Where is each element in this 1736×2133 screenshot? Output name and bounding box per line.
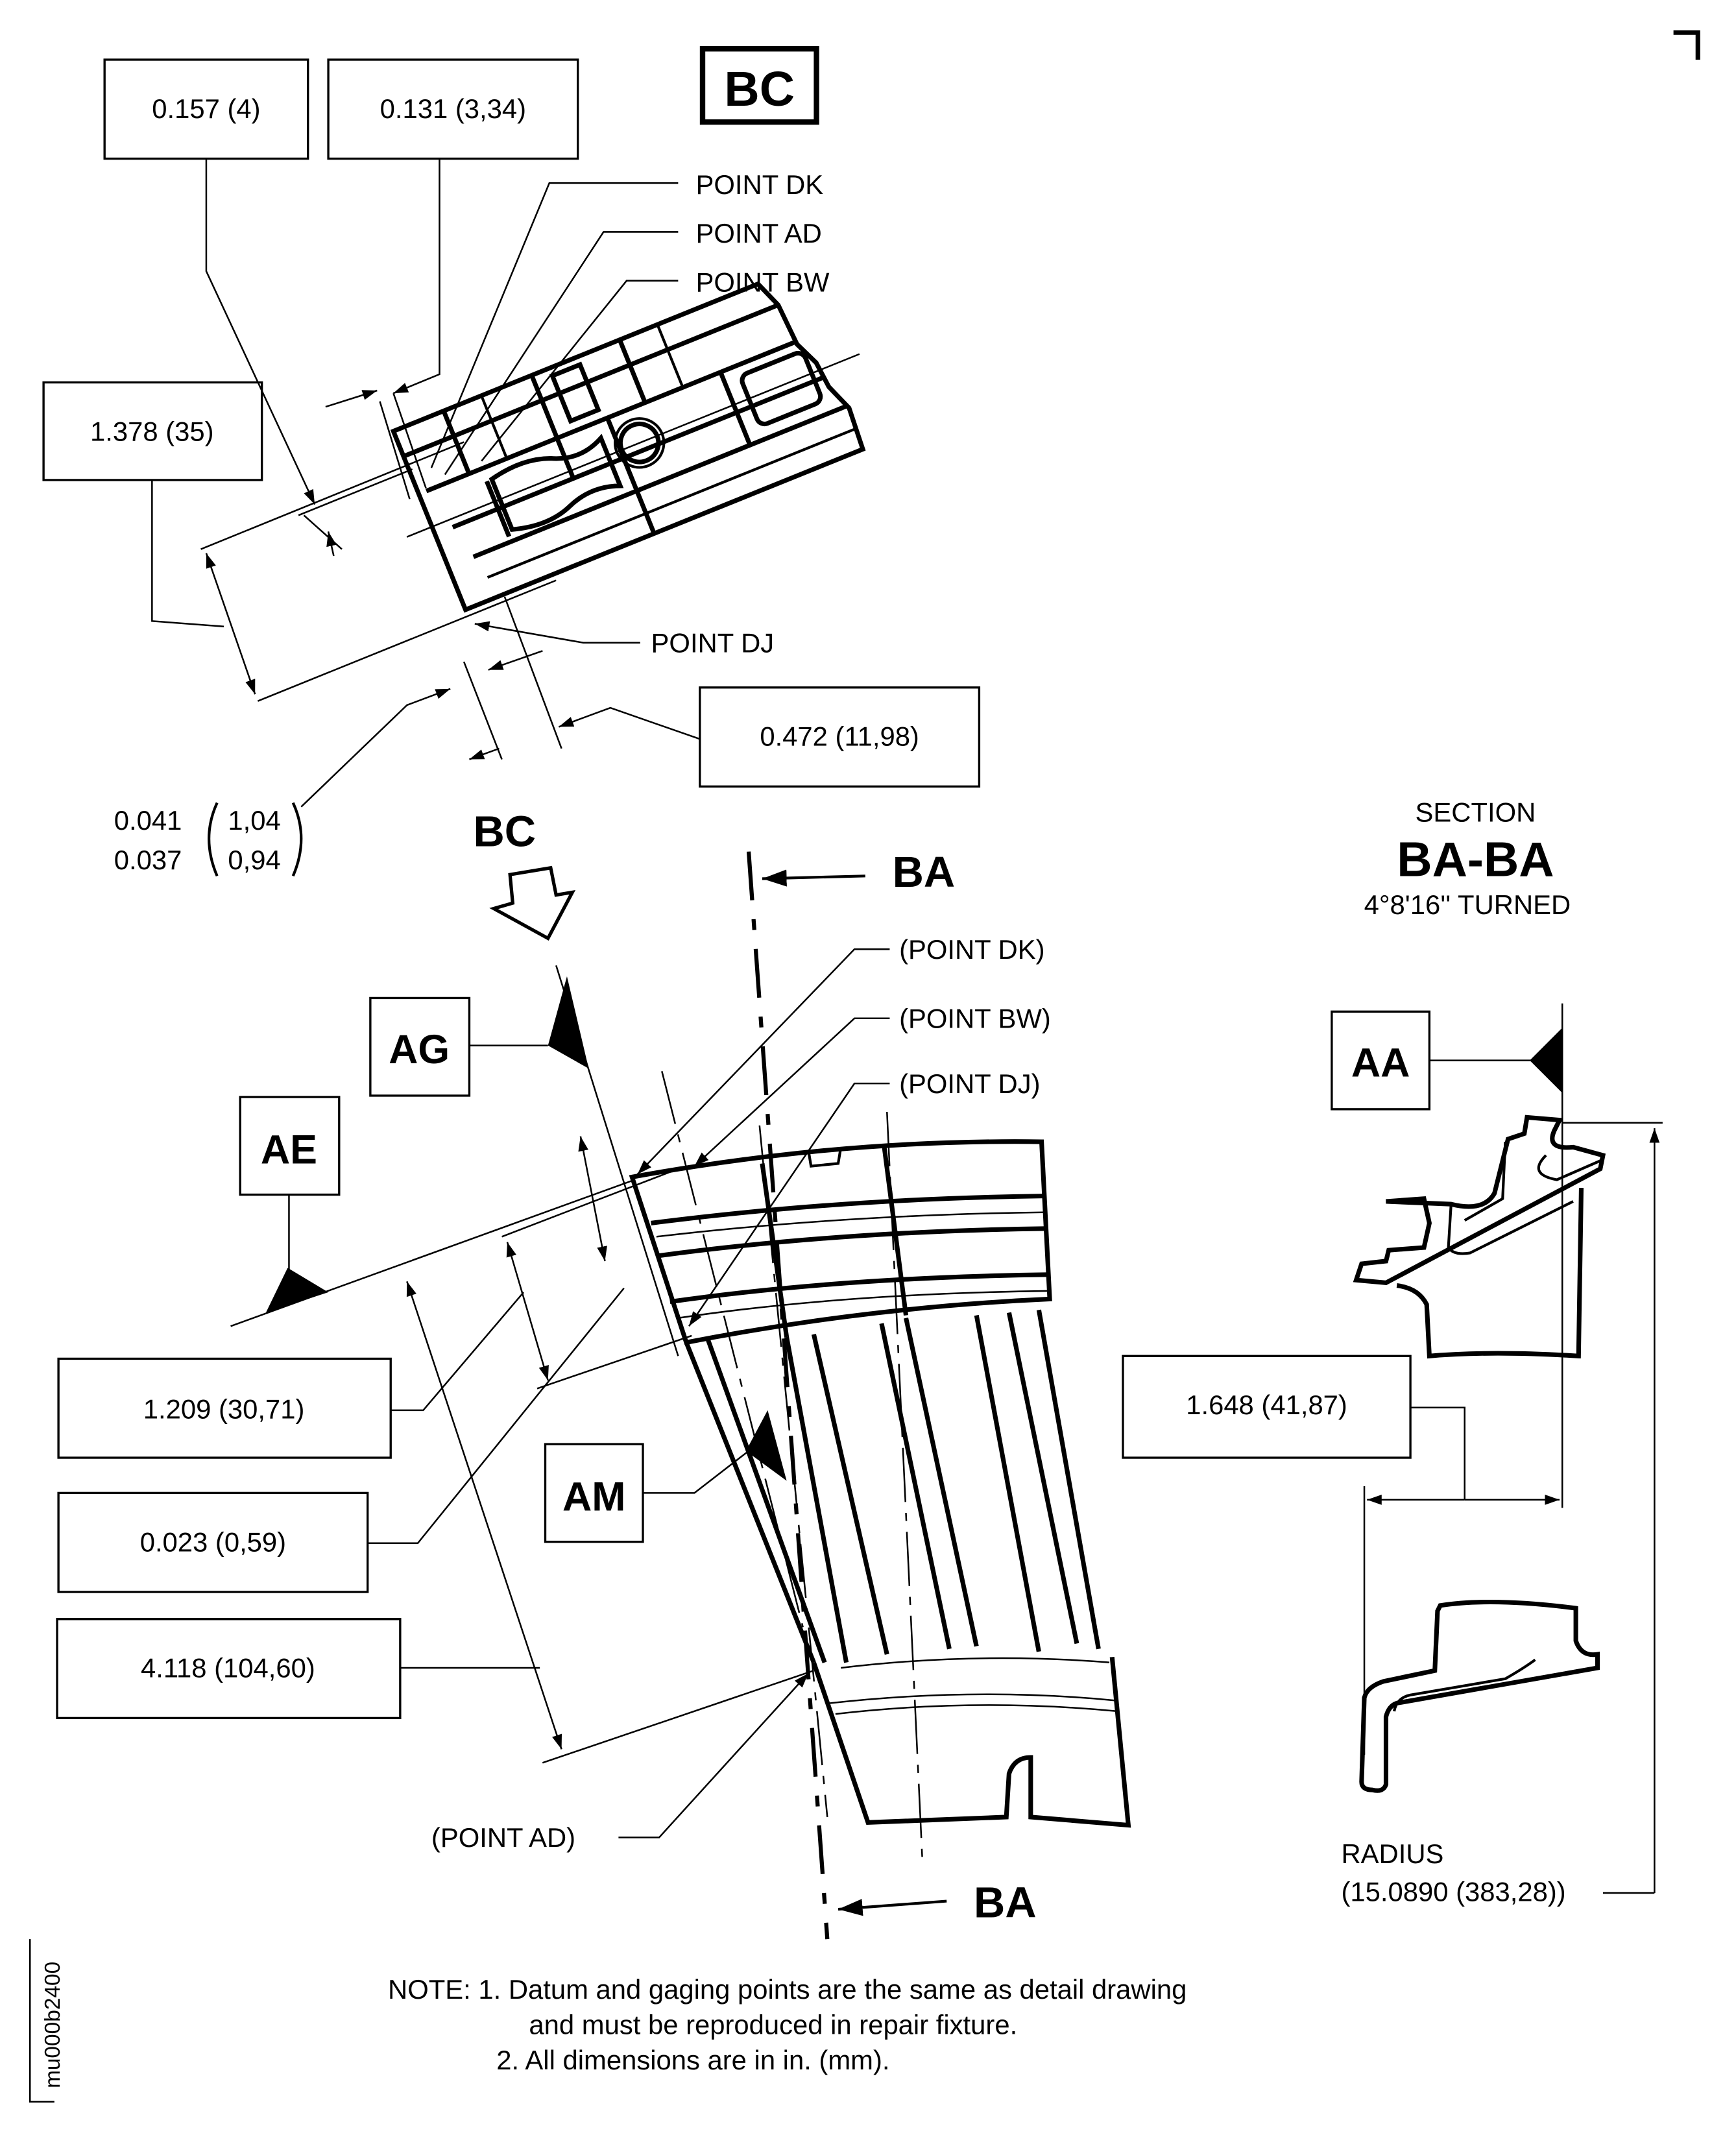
note-line-2: and must be reproduced in repair fixture… (529, 2009, 1017, 2040)
dim-0157: 0.157 (4) (152, 93, 260, 124)
note-line-1: NOTE: 1. Datum and gaging points are the… (388, 1974, 1187, 2005)
paren-left (208, 802, 219, 877)
radius-label: RADIUS (1342, 1838, 1444, 1869)
section-label-bottom: BA (974, 1879, 1037, 1927)
detail-point-ad: POINT AD (696, 218, 822, 248)
dim-0023: 0.023 (0,59) (140, 1526, 286, 1557)
datum-aa: AA (1351, 1041, 1410, 1086)
section-label-top: BA (893, 848, 956, 897)
dim-box-1209 (57, 1357, 392, 1459)
section-subtitle: 4°8'16'' TURNED (1364, 889, 1571, 920)
datum-am: AM (562, 1475, 626, 1520)
dim-1209: 1.209 (30,71) (143, 1393, 305, 1424)
dim-0131: 0.131 (3,34) (380, 93, 526, 124)
datum-box-ag (369, 996, 471, 1097)
datum-ag: AG (389, 1027, 450, 1072)
section-title-small: SECTION (1416, 797, 1536, 828)
tol-upper-mm: 1,04 (228, 805, 280, 836)
section-cut-line (746, 851, 830, 1940)
view-arrow-label: BC (474, 807, 536, 856)
dim-box-1378 (42, 381, 263, 481)
main-point-dj: (POINT DJ) (899, 1068, 1041, 1099)
detail-point-bw: POINT BW (696, 267, 830, 297)
detail-point-dj: POINT DJ (651, 627, 775, 658)
main-point-dk: (POINT DK) (899, 934, 1044, 965)
dim-4118: 4.118 (104,60) (141, 1653, 315, 1683)
datum-box-aa (1331, 1010, 1431, 1111)
datum-triangle-am-icon (745, 1410, 787, 1481)
dim-1378: 1.378 (35) (90, 416, 214, 446)
paren-right (291, 802, 303, 877)
dim-box-1648 (1122, 1355, 1412, 1459)
main-view: BC BA BA AG AE AM 1.209 (30,71) 0.023 (0… (56, 807, 1131, 1940)
section-title-big: BA-BA (1397, 832, 1554, 886)
main-point-bw: (POINT BW) (899, 1003, 1051, 1033)
section-ba-ba-view: SECTION BA-BA 4°8'16'' TURNED AA 1.648 (… (1122, 797, 1663, 1907)
section-arrow-bottom-icon (838, 1899, 947, 1916)
datum-ae: AE (261, 1127, 317, 1172)
detail-point-dk: POINT DK (696, 169, 824, 200)
detail-bc-view: BC 0.157 (4) 0.131 (3,34) 1.378 (35) 0.4… (42, 46, 981, 877)
radius-value: (15.0890 (383,28)) (1342, 1877, 1566, 1907)
tol-lower-in: 0.037 (114, 845, 182, 875)
dim-1648: 1.648 (41,87) (1186, 1390, 1347, 1420)
notes: NOTE: 1. Datum and gaging points are the… (388, 1974, 1187, 2075)
note-line-3: 2. All dimensions are in in. (mm). (496, 2045, 889, 2075)
dim-0472: 0.472 (11,98) (760, 721, 919, 752)
tol-lower-mm: 0,94 (228, 845, 280, 875)
dim-box-0472 (699, 686, 981, 788)
datum-triangle-ag-icon (548, 976, 589, 1069)
drawing-id: mu000b2400 (41, 1962, 65, 2088)
datum-triangle-aa-icon (1530, 1028, 1563, 1093)
corner-mark-bottom-left (29, 1939, 54, 2103)
dim-box-0023 (57, 1491, 369, 1593)
corner-mark-top-right (1673, 30, 1700, 60)
datum-box-ae (239, 1096, 341, 1196)
main-point-ad: (POINT AD) (431, 1822, 575, 1853)
section-arrow-top-icon (762, 869, 865, 887)
dim-box-0157 (103, 58, 309, 160)
detail-label: BC (724, 62, 795, 116)
dim-box-0131 (327, 58, 579, 160)
tol-upper-in: 0.041 (114, 805, 182, 836)
view-direction-arrow-icon (489, 865, 576, 941)
datum-triangle-ae-icon (265, 1268, 329, 1313)
detail-label-box (699, 46, 819, 125)
